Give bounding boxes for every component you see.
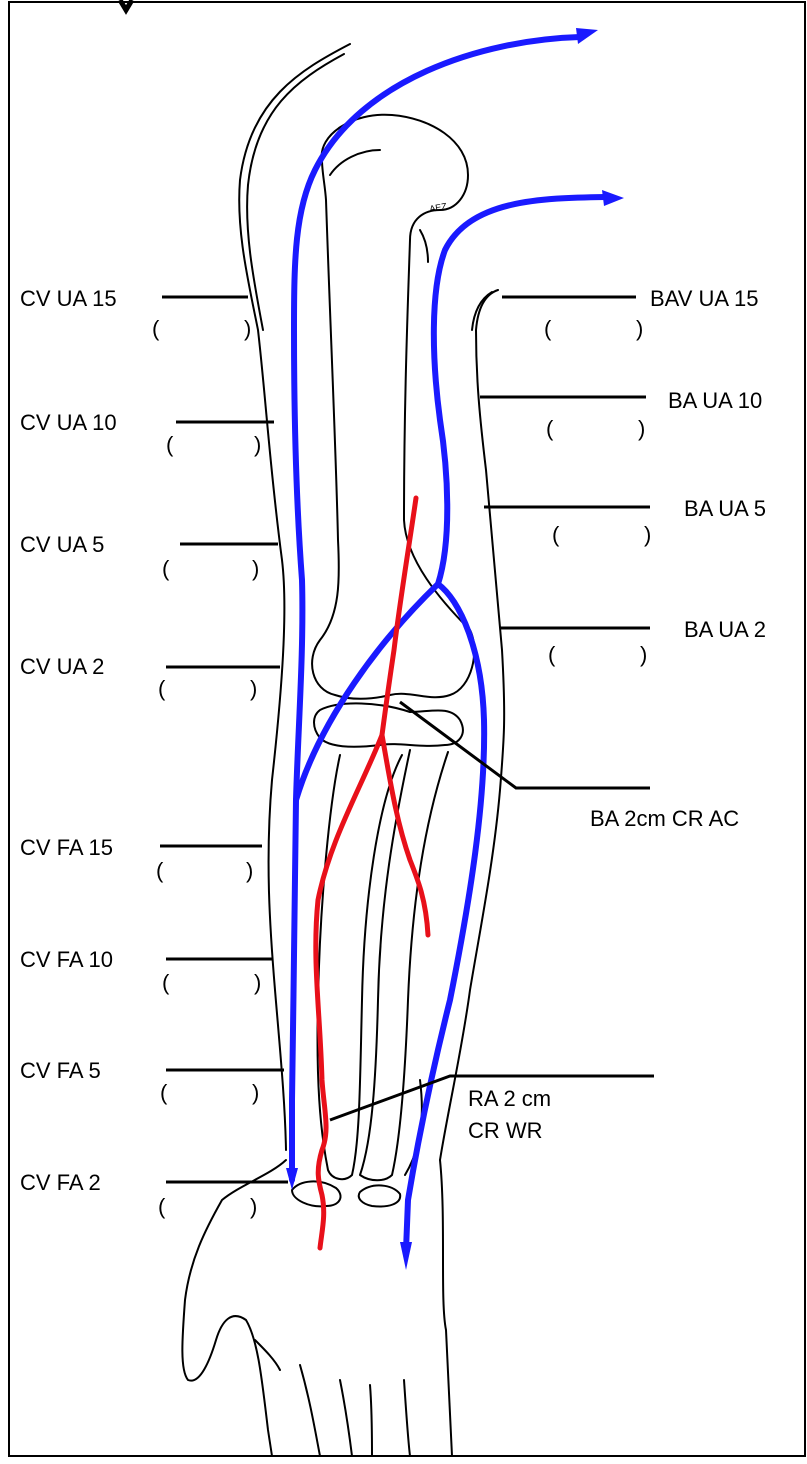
label-cv-fa-10: CV FA 10 <box>20 947 113 972</box>
paren-open: ( <box>156 858 164 883</box>
paren-open: ( <box>548 642 556 667</box>
arm-outline <box>182 44 504 1456</box>
paren-close: ) <box>250 676 257 701</box>
paren-close: ) <box>636 316 643 341</box>
paren-close: ) <box>246 858 253 883</box>
label-cv-fa-5: CV FA 5 <box>20 1058 101 1083</box>
paren-open: ( <box>158 676 166 701</box>
paren-open: ( <box>166 432 174 457</box>
paren-close: ) <box>644 522 651 547</box>
artist-mark: AEZ <box>429 201 448 214</box>
label-ba-ua-2: BA UA 2 <box>684 617 766 642</box>
left-labels: CV UA 15 ( ) CV UA 10 ( ) CV UA 5 ( ) CV… <box>20 286 261 1219</box>
arrow-head-cephalic-top <box>602 190 624 206</box>
paren-close: ) <box>252 1080 259 1105</box>
right-labels: BAV UA 15 ( ) BA UA 10 ( ) BA UA 5 ( ) B… <box>468 286 766 1143</box>
veins <box>292 37 606 1250</box>
label-cv-ua-10: CV UA 10 <box>20 410 117 435</box>
paren-close: ) <box>254 970 261 995</box>
label-cv-ua-15: CV UA 15 <box>20 286 117 311</box>
paren-close: ) <box>640 642 647 667</box>
paren-open: ( <box>152 316 160 341</box>
label-bav-ua-15: BAV UA 15 <box>650 286 758 311</box>
label-ra-line2: CR WR <box>468 1118 543 1143</box>
label-ba-2cm-cr-ac: BA 2cm CR AC <box>590 806 739 831</box>
paren-close: ) <box>254 432 261 457</box>
paren-close: ) <box>252 556 259 581</box>
paren-open: ( <box>162 970 170 995</box>
label-ba-ua-10: BA UA 10 <box>668 388 762 413</box>
brachial-artery <box>382 498 416 735</box>
paren-open: ( <box>546 416 554 441</box>
label-cv-fa-2: CV FA 2 <box>20 1170 101 1195</box>
paren-open: ( <box>162 556 170 581</box>
label-ra-line1: RA 2 cm <box>468 1086 551 1111</box>
label-ba-ua-5: BA UA 5 <box>684 496 766 521</box>
paren-open: ( <box>160 1080 168 1105</box>
paren-open: ( <box>158 1194 166 1219</box>
paren-open: ( <box>544 316 552 341</box>
paren-close: ) <box>638 416 645 441</box>
arrow-head-basilic-bottom <box>400 1242 412 1270</box>
arrow-head-basilic-top <box>576 28 598 44</box>
ulnar-artery <box>382 735 428 935</box>
radial-artery <box>316 735 382 1248</box>
paren-open: ( <box>552 522 560 547</box>
label-cv-ua-2: CV UA 2 <box>20 654 104 679</box>
paren-close: ) <box>250 1194 257 1219</box>
paren-close: ) <box>244 316 251 341</box>
label-cv-ua-5: CV UA 5 <box>20 532 104 557</box>
leader-lines <box>160 297 654 1182</box>
label-cv-fa-15: CV FA 15 <box>20 835 113 860</box>
